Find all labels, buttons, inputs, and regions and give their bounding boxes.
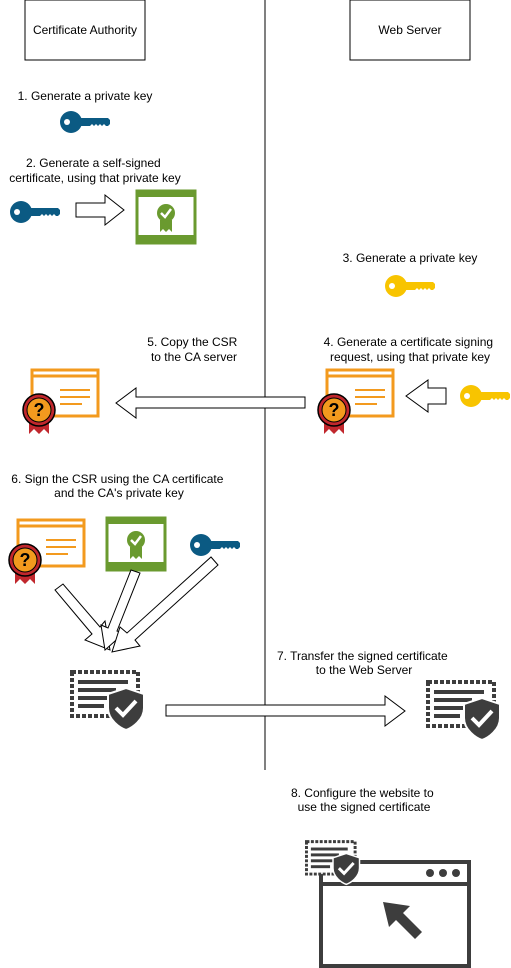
generate-arrow xyxy=(75,193,125,227)
step-6-line-2: and the CA's private key xyxy=(54,486,184,500)
cacert-to-signed-arrow xyxy=(100,569,141,651)
step-1-label: 1. Generate a private key xyxy=(18,89,153,103)
step-4-line-1: 4. Generate a certificate signing xyxy=(324,335,493,349)
step-3-line-1: 3. Generate a private key xyxy=(343,251,478,265)
step-8-line-1: 8. Configure the website to xyxy=(291,786,434,800)
web-private-key-icon xyxy=(385,275,435,297)
transfer-certificate-arrow xyxy=(165,695,406,727)
web-signed-certificate-icon xyxy=(426,680,502,742)
ca-private-key-icon-2 xyxy=(10,201,60,223)
step-8-label: 8. Configure the website to use the sign… xyxy=(291,786,437,814)
ca-signed-certificate-icon xyxy=(70,670,146,732)
step-1-line-1: 1. Generate a private key xyxy=(18,89,153,103)
step-7-line-2: to the Web Server xyxy=(316,663,413,677)
lane-header-ca: Certificate Authority xyxy=(24,0,146,61)
step-4-line-2: request, using that private key xyxy=(330,350,490,364)
step-2-label: 2. Generate a self-signed certificate, u… xyxy=(9,156,180,185)
sign-input-ca-key-icon xyxy=(190,534,240,556)
step-5-line-1: 5. Copy the CSR xyxy=(147,335,237,349)
ca-private-key-icon xyxy=(60,111,110,133)
self-signed-certificate-icon xyxy=(135,189,197,245)
step-4-label: 4. Generate a certificate signing reques… xyxy=(324,335,497,364)
lane-title-web: Web Server xyxy=(378,23,441,37)
copy-csr-arrow xyxy=(115,387,306,419)
step-2-line-2: certificate, using that private key xyxy=(9,171,180,185)
step-6-label: 6. Sign the CSR using the CA certificate… xyxy=(11,472,226,500)
step-5-line-2: to the CA server xyxy=(151,350,237,364)
lane-title-ca: Certificate Authority xyxy=(33,23,137,37)
cursor-arrow-icon xyxy=(383,902,422,939)
step-8-line-2: use the signed certificate xyxy=(298,800,431,814)
step-3-label: 3. Generate a private key xyxy=(343,251,478,265)
sign-input-ca-certificate-icon xyxy=(105,516,167,572)
step-6-line-1: 6. Sign the CSR using the CA certificate xyxy=(11,472,223,486)
sign-input-csr-icon xyxy=(7,518,86,586)
step-7-label: 7. Transfer the signed certificate to th… xyxy=(277,649,451,677)
web-private-key-icon-2 xyxy=(460,385,510,407)
csr-generate-arrow xyxy=(405,379,447,413)
step-2-line-1: 2. Generate a self-signed xyxy=(26,156,161,170)
ca-csr-icon xyxy=(21,368,100,436)
lane-header-web: Web Server xyxy=(349,0,471,61)
step-5-label: 5. Copy the CSR to the CA server xyxy=(147,335,240,364)
web-csr-icon xyxy=(316,368,395,436)
cakey-to-signed-arrow xyxy=(111,556,219,653)
csr-to-signed-arrow xyxy=(54,583,111,651)
step-7-line-1: 7. Transfer the signed certificate xyxy=(277,649,448,663)
